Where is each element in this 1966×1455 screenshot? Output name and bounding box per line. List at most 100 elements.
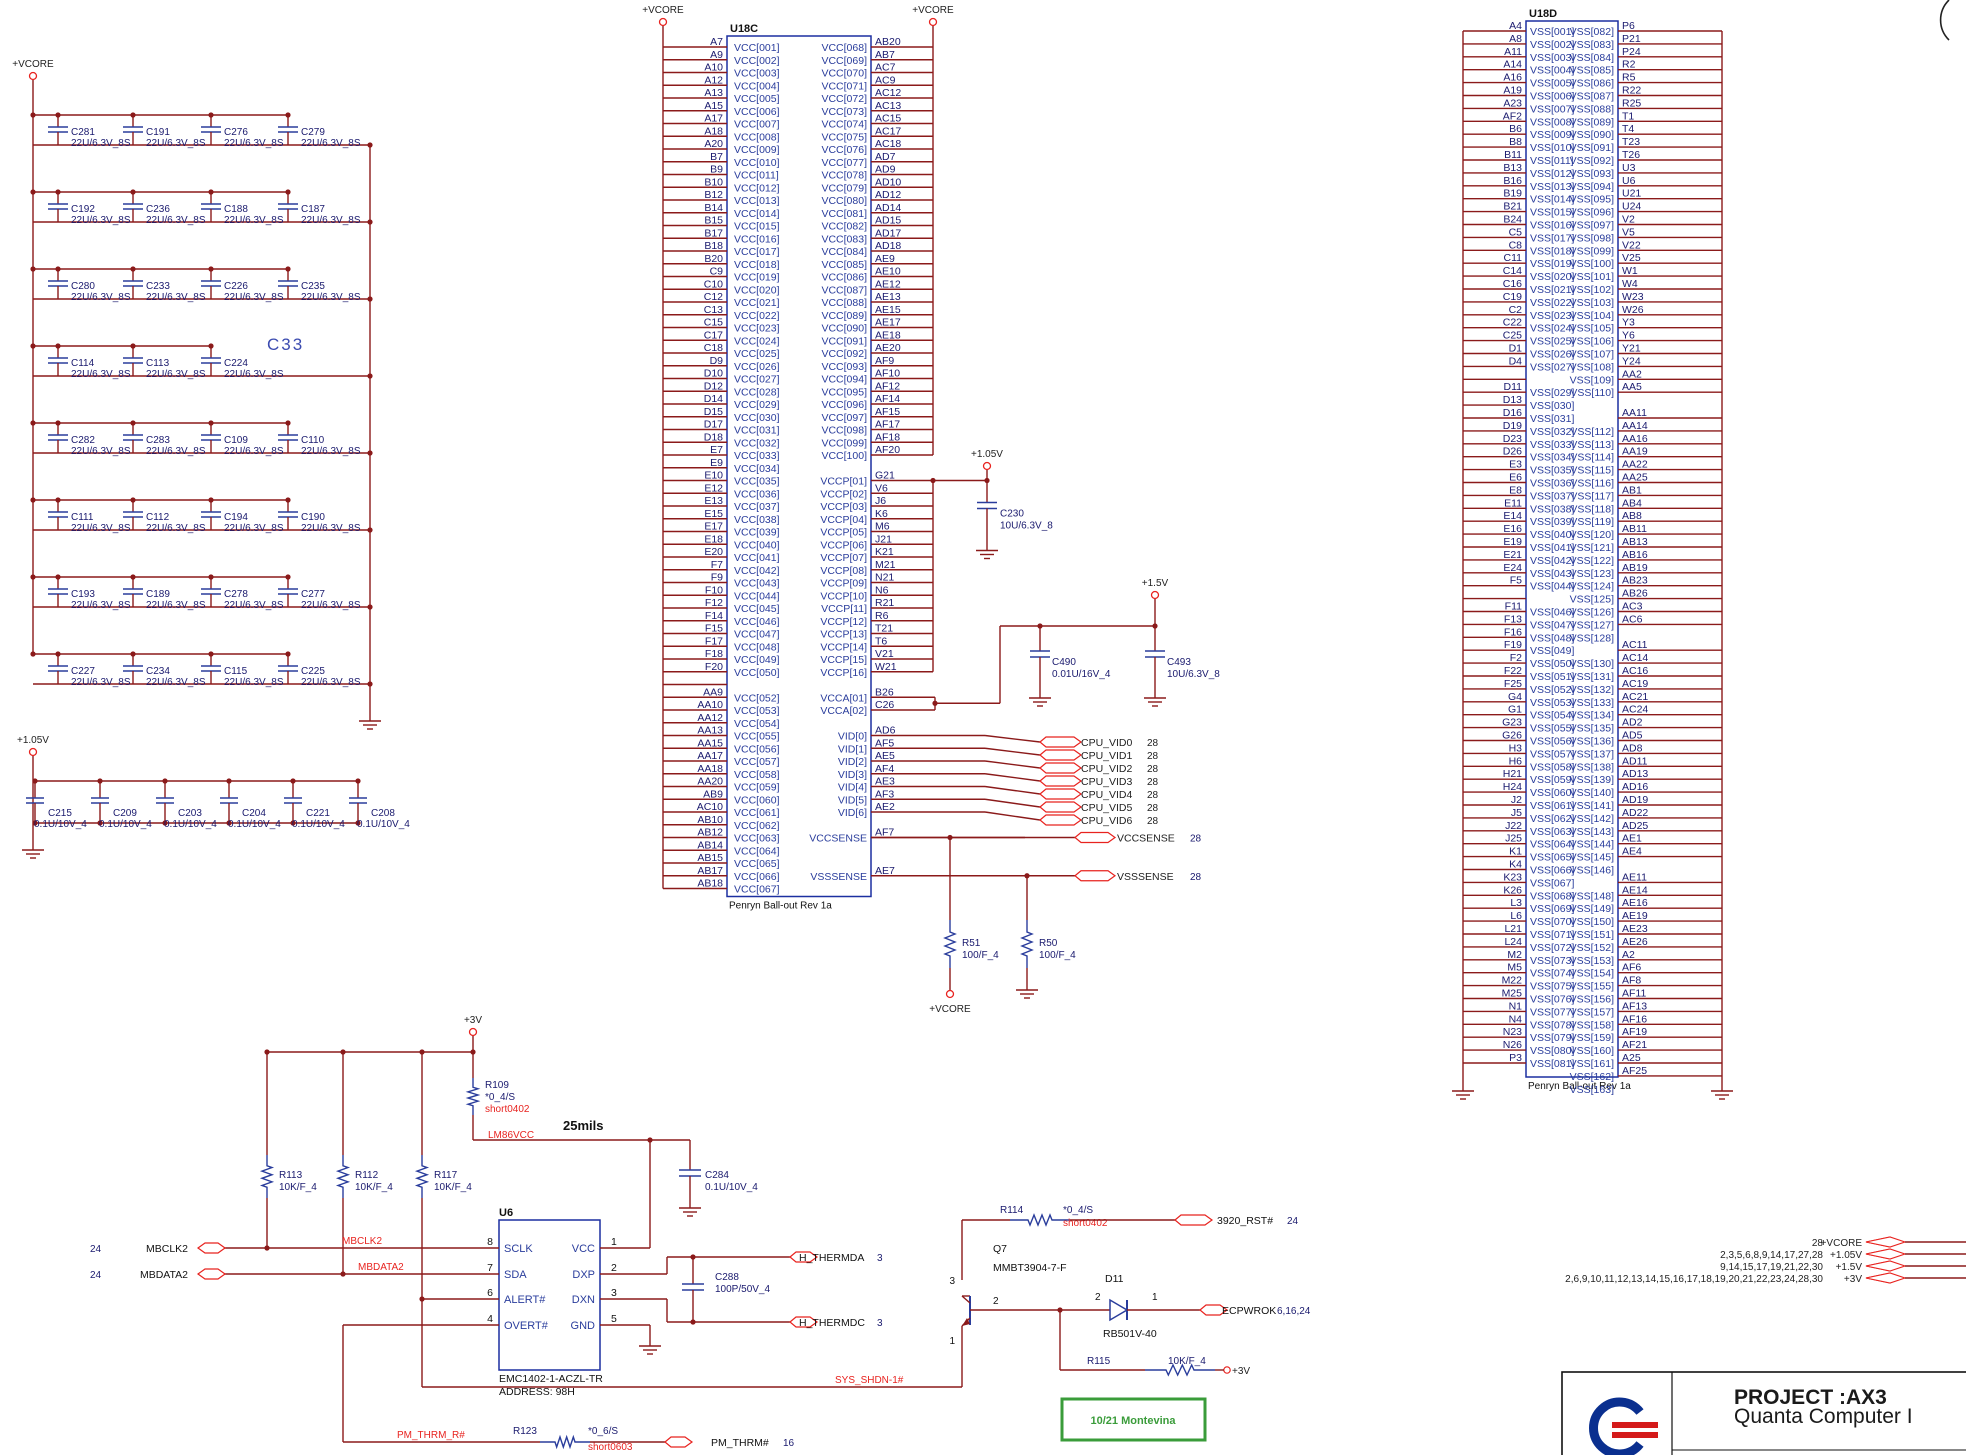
u18c-ball-e12: E12 [704,482,723,494]
u18c-pin-name: VCC[097] [821,412,867,424]
u18c-pin-name: VID[3] [838,769,867,781]
u18d-pin-name: VSS[135] [1570,723,1614,735]
r51-ref: R51 [962,938,981,949]
u18d-ball-w1: W1 [1622,265,1638,277]
r109-value: *0_4/S [485,1092,515,1103]
u18d-ball-ab1: AB1 [1622,484,1642,496]
revision-note-text: 10/21 Montevina [1091,1415,1177,1427]
u18c-ball-af10: AF10 [875,368,900,380]
u18d-ball-h21: H21 [1503,768,1522,780]
u18c-pin-name: VCC[046] [734,616,780,628]
cap-value-c233: 22U/6.3V_8S [146,292,206,303]
h-thermdc-label: H_THERMDC [799,1317,865,1329]
d11-pin-2: 2 [1095,1292,1101,1303]
u18d-ball-k4: K4 [1509,859,1522,871]
rst-label: 3920_RST# [1217,1215,1273,1227]
u18d-ball-ab4: AB4 [1622,497,1642,509]
u18c-ball-c9: C9 [710,266,724,278]
u18d-pin-name: VSS[102] [1570,284,1614,296]
u18c-pin-name: VCC[007] [734,119,780,131]
cap-ref-c224: C224 [224,358,248,369]
u18d-pin-name: VSS[114] [1570,452,1614,464]
u18d-pin-name: VSS[047] [1530,619,1574,631]
u18d-pin-name: VSS[119] [1570,516,1614,528]
r50-value: 100/F_4 [1039,950,1076,961]
u18d-pin-name: VSS[043] [1530,568,1574,580]
u18c-ball-d18: D18 [704,431,723,443]
junction-dot [290,778,296,784]
u18d-pin-name: VSS[158] [1570,1019,1614,1031]
u18c-pin-name: VCC[078] [821,170,867,182]
u18d-ball-u3: U3 [1622,162,1636,174]
u18c-reference: U18C [730,23,758,35]
junction-dot [162,820,168,826]
u18c-ball-ae12: AE12 [875,278,901,290]
u18c-pin-name: VCC[017] [734,246,780,258]
u18c-pin-name: VID[2] [838,756,867,768]
u18c-ball-af15: AF15 [875,406,900,418]
smallcap-value-c221: 0.1U/10V_4 [292,819,345,830]
junction-dot [55,189,61,195]
u18d-ball-f25: F25 [1504,678,1522,690]
junction-dot [97,820,103,826]
u18d-pin-name: VSS[037] [1530,490,1574,502]
u18c-pin-name: VCC[086] [821,272,867,284]
u18d-pin-name: VSS[054] [1530,710,1574,722]
u18d-ball-d16: D16 [1503,407,1522,419]
u18c-ball-ae17: AE17 [875,317,901,329]
u18c-pin-name: VCC[048] [734,641,780,653]
u18c-ball-c10: C10 [704,278,723,290]
junction-dot [208,189,214,195]
cap-value-c235: 22U/6.3V_8S [301,292,361,303]
u18d-pin-name: VSS[163] [1570,1084,1614,1096]
r51-body [943,920,957,968]
junction-dot [55,497,61,503]
junction-dot [367,681,373,687]
u6-pin-dxp: DXP [572,1269,595,1281]
cap-ref-c110: C110 [301,435,325,446]
u18d-pin-name: VSS[146] [1570,865,1614,877]
u18d-pin-name: VSS[120] [1570,529,1614,541]
vsssense-offpage [1074,870,1117,882]
r115-value: 10K/F_4 [1168,1356,1206,1367]
vid-net-label: CPU_VID3 [1081,776,1133,788]
u18c-ball-c12: C12 [704,291,723,303]
u18d-pin-name: VSS[157] [1570,1006,1614,1018]
u18c-ball-a20: A20 [704,138,723,150]
junction-dot [208,266,214,272]
r113-body [259,1155,275,1198]
u18d-ball-a14: A14 [1503,59,1522,71]
u18d-pin-name: VSS[032] [1530,426,1574,438]
u18d-pin-name: VSS[106] [1570,336,1614,348]
r51-value: 100/F_4 [962,950,999,961]
u18c-ball-ad9: AD9 [875,164,896,176]
legend-rail-15v: +1.5V [1836,1262,1863,1273]
u18d-pin-name: VSS[117] [1570,490,1614,502]
u18d-ball-ac6: AC6 [1622,613,1643,625]
u18c-pin-name: VCC[018] [734,259,780,271]
junction-dot [930,477,936,484]
cap-value-c109: 22U/6.3V_8S [224,446,284,457]
u18d-pin-name: VSS[103] [1570,297,1614,309]
junction-dot [285,266,291,272]
u18d-ball-k23: K23 [1503,871,1522,883]
u18c-ball-ab14: AB14 [697,839,723,851]
smallcap-value-c215: 0.1U/10V_4 [34,819,87,830]
vid-offpage-connector [1039,762,1083,774]
u18d-pin-name: VSS[081] [1530,1058,1574,1070]
u18c-pin-name: VCC[095] [821,386,867,398]
u18c-ball-e15: E15 [704,508,723,520]
u18c-pin-name: VCC[003] [734,68,780,80]
u18c-ball-ad12: AD12 [875,189,901,201]
u18d-pin-name: VSS[125] [1570,594,1614,606]
cap-value-c224: 22U/6.3V_8S [224,369,284,380]
u18c-pin-name: VCCP[05] [820,527,867,539]
cap-ref-c235: C235 [301,281,325,292]
u18d-ball-a25: A25 [1622,1052,1641,1064]
d11-part: RB501V-40 [1103,1328,1157,1340]
u18d-ball-u6: U6 [1622,175,1636,187]
v15-rail-symbol [1150,590,1160,600]
u18d-ball-t26: T26 [1622,149,1640,161]
junction-dot [367,604,373,610]
u18c-ball-t6: T6 [875,635,887,647]
